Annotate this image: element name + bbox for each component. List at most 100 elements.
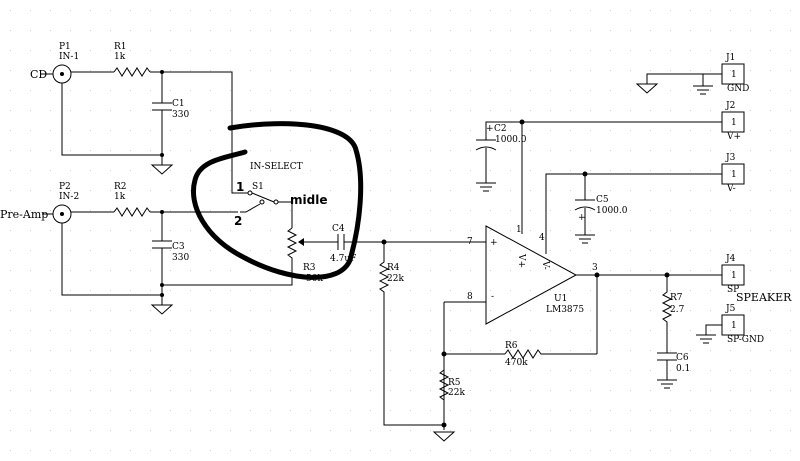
c6-ref: C6: [676, 353, 689, 363]
capacitor-c4[interactable]: [330, 234, 384, 250]
ground-symbol: [635, 83, 659, 94]
resistor-r7[interactable]: [661, 275, 673, 353]
pin-4: 4: [539, 233, 545, 243]
j2-pin: 1: [731, 118, 737, 128]
connector-j2[interactable]: [721, 111, 745, 133]
grid-dots: [10, 10, 791, 451]
label-s1: S1: [252, 182, 264, 192]
switch-s1[interactable]: [231, 185, 293, 228]
connector-p1[interactable]: [40, 64, 162, 156]
resistor-r4[interactable]: [378, 242, 444, 426]
opamp-vminus-label: V-: [540, 260, 550, 270]
opamp-plus-sign: +: [490, 238, 498, 248]
c5-value: 1000.0: [596, 206, 628, 216]
r5-value: 22k: [448, 388, 465, 398]
opamp-vplus-label: V+: [516, 253, 526, 268]
ground-symbol: [693, 85, 713, 95]
u1-name: LM3875: [546, 305, 584, 315]
r7-ref: R7: [670, 293, 683, 303]
r3-value: 50k: [306, 274, 323, 284]
capacitor-c6[interactable]: [657, 352, 677, 380]
c4-value: 4.7uF: [330, 254, 356, 264]
p1-ref: P1: [59, 42, 71, 52]
opamp-u1[interactable]: [485, 225, 578, 325]
c6-value: 0.1: [676, 364, 690, 374]
ground-symbol: [476, 182, 496, 192]
j1-name: GND: [727, 84, 749, 94]
p2-ref: P2: [59, 182, 71, 192]
c1-ref: C1: [172, 99, 185, 109]
pin-1: 1: [516, 225, 522, 235]
pin-8: 8: [467, 292, 473, 302]
r3-ref: R3: [303, 263, 316, 273]
j5-name: SP-GND: [727, 335, 764, 345]
ground-symbol: [432, 431, 456, 442]
r7-value: 2.7: [670, 305, 685, 315]
j2-ref: J2: [725, 101, 735, 111]
resistor-r2[interactable]: [113, 207, 151, 217]
input-2-section: [42, 204, 293, 315]
c2-value: 1000.0: [495, 135, 527, 145]
j5-ref: J5: [725, 304, 736, 314]
r2-ref: R2: [114, 182, 127, 192]
c4-ref: C4: [332, 224, 345, 234]
input-1-section: [40, 64, 233, 185]
u1-ref: U1: [554, 294, 567, 304]
c1-value: 330: [172, 110, 189, 120]
pin-7: 7: [467, 237, 473, 247]
ground-symbol: [696, 334, 716, 344]
label-pos-2: 2: [234, 214, 242, 228]
r5-ref: R5: [448, 378, 461, 388]
ground-symbol: [657, 379, 677, 389]
r1-value: 1k: [114, 52, 126, 62]
p1-name: IN-1: [59, 52, 79, 62]
j4-pin: 1: [731, 271, 737, 281]
c5-ref: C5: [596, 195, 609, 205]
p2-name: IN-2: [59, 192, 79, 202]
resistor-r6[interactable]: [504, 349, 597, 359]
r6-value: 470k: [505, 358, 528, 368]
label-in-select: IN-SELECT: [250, 162, 303, 172]
resistor-r1[interactable]: [113, 67, 151, 77]
r6-ref: R6: [505, 341, 518, 351]
j3-name: V-: [726, 184, 736, 194]
j3-pin: 1: [731, 170, 737, 180]
j2-name: V+: [726, 132, 741, 142]
ground-symbol: [575, 234, 595, 244]
connector-j1[interactable]: [721, 63, 745, 85]
label-preamp: Pre-Amp: [0, 208, 48, 221]
label-pos-1: 1: [236, 180, 244, 194]
c3-ref: C3: [172, 242, 185, 252]
j1-pin: 1: [731, 70, 737, 80]
capacitor-c1[interactable]: [152, 102, 172, 111]
potentiometer-r3[interactable]: [286, 227, 330, 262]
j3-ref: J3: [725, 153, 736, 163]
capacitor-c5[interactable]: [574, 199, 596, 211]
label-midle: midle: [290, 193, 327, 207]
r4-value: 22k: [387, 274, 404, 284]
pin-3: 3: [592, 263, 598, 273]
c2-plus: +: [486, 124, 494, 134]
j4-name: SP: [727, 285, 739, 295]
ground-symbol: [150, 304, 174, 315]
resistor-r5[interactable]: [438, 369, 450, 401]
r2-value: 1k: [114, 192, 126, 202]
r4-ref: R4: [387, 263, 400, 273]
connector-j3[interactable]: [721, 163, 745, 185]
opamp-minus-sign: -: [491, 292, 494, 302]
hand-drawn-circle: [191, 121, 364, 280]
r1-ref: R1: [114, 42, 127, 52]
c3-value: 330: [172, 253, 189, 263]
j1-ref: J1: [725, 53, 735, 63]
capacitor-c2[interactable]: [475, 139, 497, 151]
j4-ref: J4: [725, 254, 736, 264]
label-cd: CD: [30, 68, 47, 81]
connector-j5[interactable]: [721, 314, 745, 336]
c2-ref: C2: [494, 124, 507, 134]
connector-j4[interactable]: [721, 264, 745, 286]
capacitor-c3[interactable]: [152, 240, 172, 249]
ground-symbol: [150, 164, 174, 175]
j5-pin: 1: [731, 321, 737, 331]
connector-p2[interactable]: [42, 204, 162, 296]
